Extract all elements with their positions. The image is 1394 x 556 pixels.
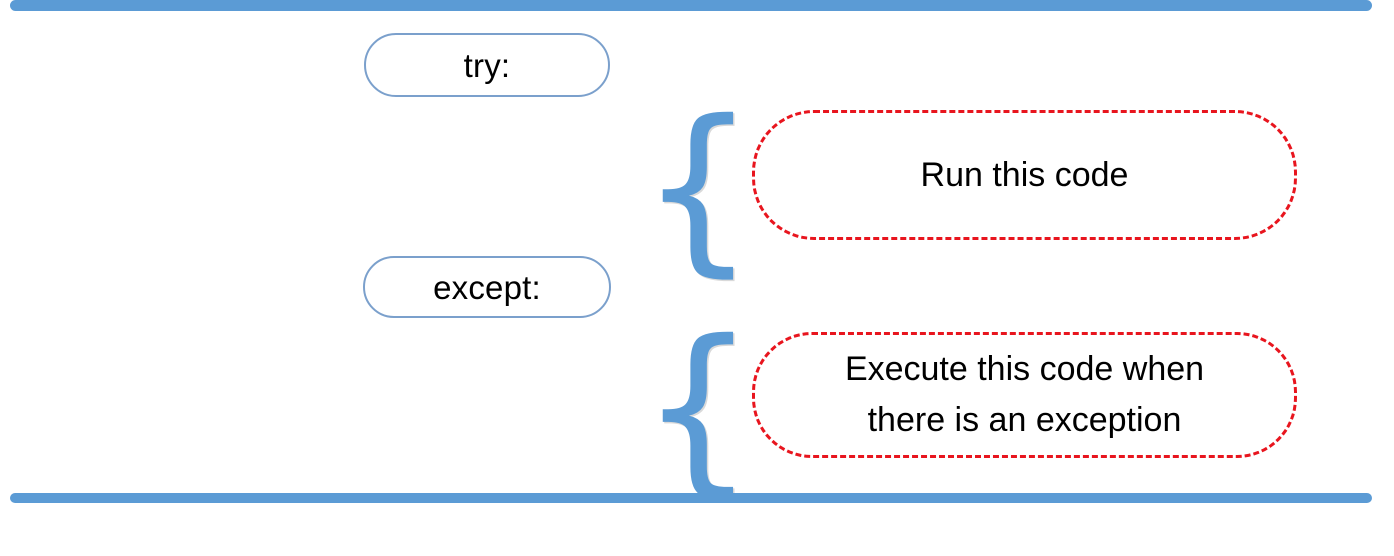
curly-brace-icon-except: { (640, 301, 756, 513)
annotation-text-execute-line-2: there is an exception (867, 401, 1182, 439)
keyword-pill-except-label: except: (433, 268, 541, 306)
top-divider-bar (10, 0, 1372, 11)
annotation-box-run-this-code: Run this code (752, 110, 1297, 240)
annotation-text-execute-line-1: Execute this code when (844, 350, 1205, 388)
annotation-text-run-this-code: Run this code (920, 155, 1129, 194)
annotation-box-execute-on-exception: Execute this code when there is an excep… (752, 332, 1297, 458)
annotation-text-execute-on-exception: Execute this code when there is an excep… (845, 344, 1204, 446)
keyword-pill-try: try: (364, 33, 610, 97)
keyword-pill-except: except: (363, 256, 611, 318)
keyword-pill-try-label: try: (463, 46, 511, 84)
bottom-divider-bar (10, 493, 1372, 503)
curly-brace-icon-try: { (640, 81, 756, 293)
